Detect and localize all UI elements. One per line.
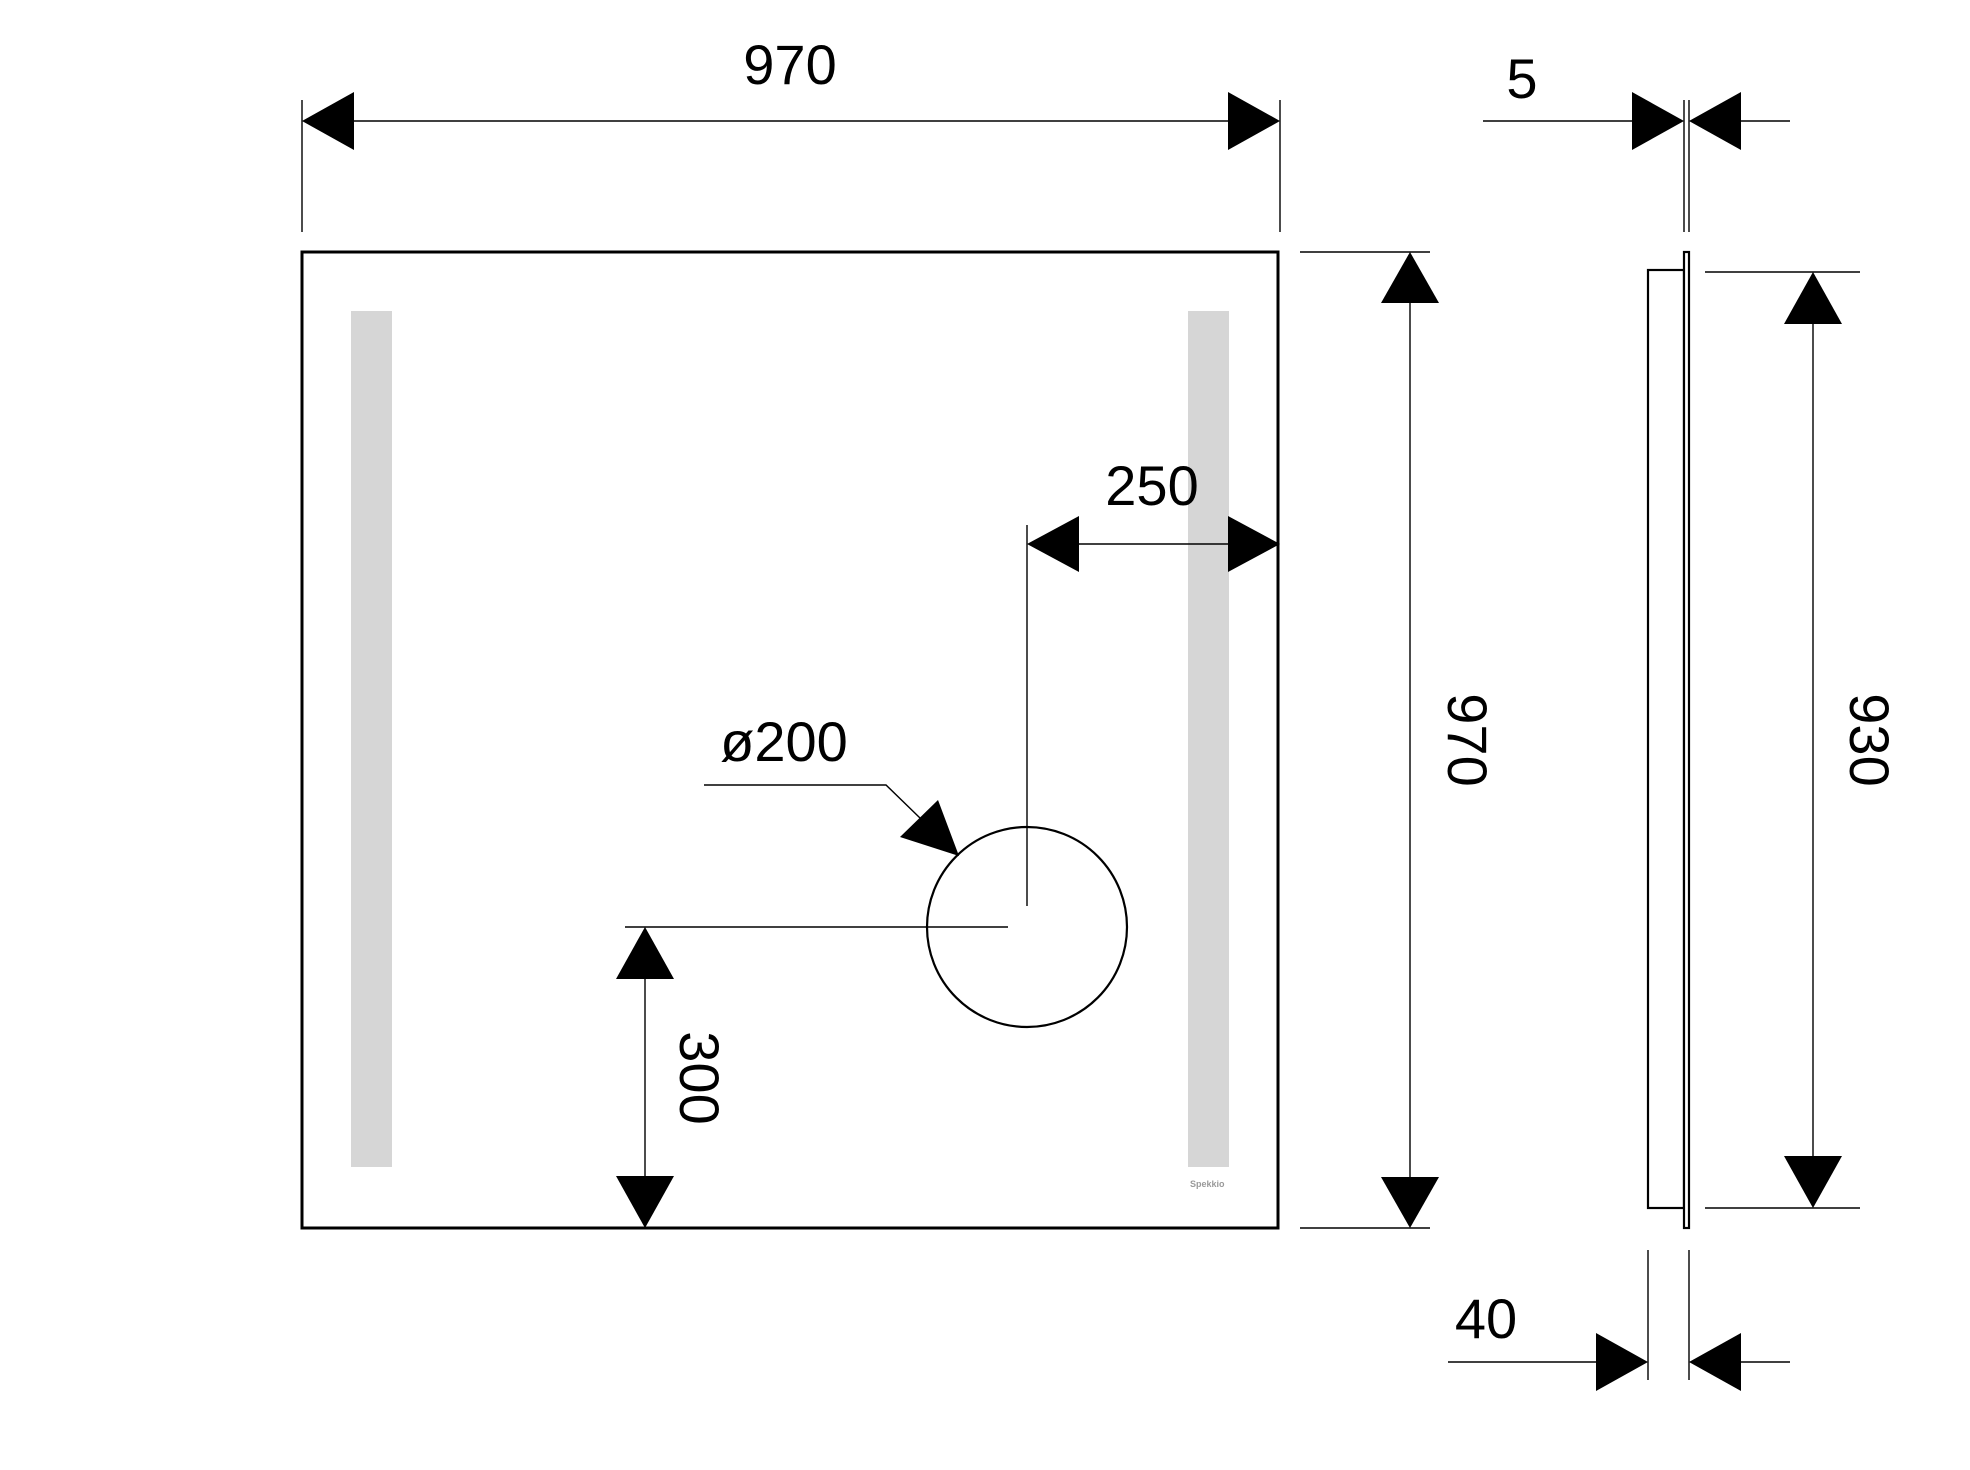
brand-label: Spekkio bbox=[1190, 1179, 1225, 1189]
front-view: Spekkio bbox=[300, 250, 1280, 1230]
dimension-frame-depth: 40 bbox=[1448, 1250, 1790, 1391]
dimension-overall-height: 970 bbox=[1300, 251, 1499, 1229]
dimension-glass-thickness: 5 bbox=[1483, 47, 1790, 232]
dimension-light-height: 930 bbox=[1705, 271, 1901, 1209]
label-mirror-offset: 250 bbox=[1105, 454, 1198, 517]
label-light-height: 930 bbox=[1838, 693, 1901, 786]
label-frame-depth: 40 bbox=[1455, 1287, 1517, 1350]
light-strip-left bbox=[351, 311, 392, 1167]
mirror-frame-front bbox=[300, 250, 1280, 1230]
frame-body-side bbox=[1646, 268, 1686, 1210]
dimension-mirror-diameter: ø200 bbox=[704, 710, 959, 856]
light-strip-right bbox=[1188, 311, 1229, 1167]
side-view bbox=[1646, 250, 1691, 1230]
label-mirror-height: 300 bbox=[668, 1031, 731, 1124]
arrow-right bbox=[1228, 92, 1280, 150]
dimension-mirror-height: 300 bbox=[616, 926, 1008, 1228]
label-mirror-diameter: ø200 bbox=[720, 710, 848, 773]
glass-panel-side bbox=[1682, 250, 1691, 1230]
dimension-overall-width: 970 bbox=[301, 33, 1281, 232]
arrow-left bbox=[302, 92, 354, 150]
label-overall-height: 970 bbox=[1436, 693, 1499, 786]
dimension-mirror-offset: 250 bbox=[1026, 454, 1280, 906]
label-overall-width: 970 bbox=[743, 33, 836, 96]
label-glass-thickness: 5 bbox=[1506, 47, 1537, 110]
